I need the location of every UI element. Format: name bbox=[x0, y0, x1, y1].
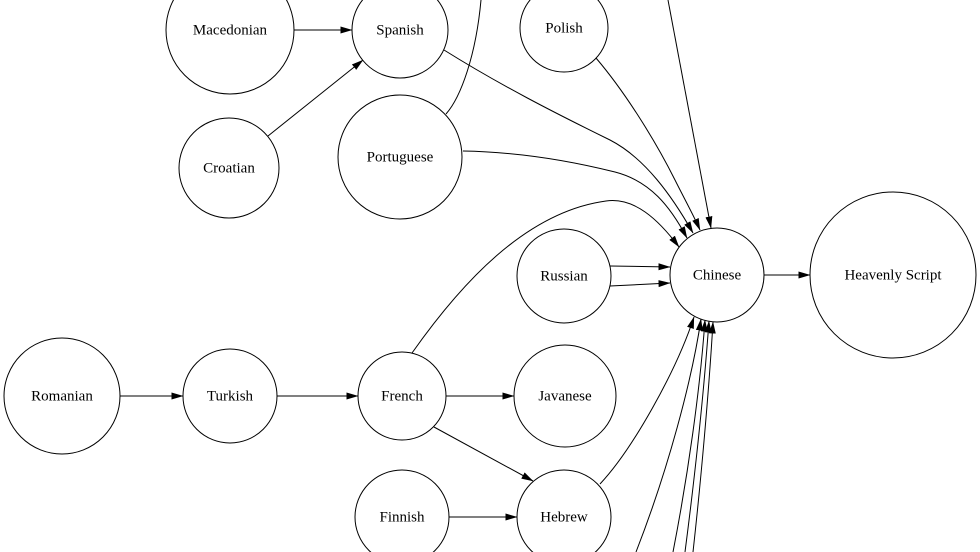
node-circle-finnish bbox=[354, 469, 450, 552]
edge-offscreen-bottom-to-chinese bbox=[692, 321, 716, 552]
node-circle-russian bbox=[516, 228, 612, 324]
node-french: French bbox=[357, 351, 447, 441]
node-label-heavenly-script: Heavenly Script bbox=[844, 267, 942, 283]
node-label-romanian: Romanian bbox=[31, 388, 93, 404]
edge-croatian-to-spanish bbox=[267, 59, 364, 137]
edge-offscreen-bottom-to-chinese bbox=[672, 319, 708, 552]
node-label-finnish: Finnish bbox=[379, 509, 425, 525]
node-spanish: Spanish bbox=[351, 0, 449, 79]
node-label-javanese: Javanese bbox=[538, 388, 592, 404]
node-label-russian: Russian bbox=[540, 268, 588, 284]
node-label-portuguese: Portuguese bbox=[367, 149, 434, 165]
edge-spanish-to-chinese bbox=[443, 49, 694, 234]
edge-offscreen-bottom-to-chinese bbox=[684, 320, 712, 552]
edge-polish-to-chinese bbox=[595, 57, 701, 231]
node-circle-spanish bbox=[351, 0, 449, 79]
edge-hebrew-to-chinese bbox=[599, 316, 695, 485]
node-polish: Polish bbox=[519, 0, 609, 73]
node-circle-portuguese bbox=[337, 94, 463, 220]
edge-portuguese-to-chinese bbox=[462, 150, 688, 239]
node-finnish: Finnish bbox=[354, 469, 450, 552]
edge-offscreen-bottom-to-chinese bbox=[635, 318, 703, 552]
node-hebrew: Hebrew bbox=[516, 469, 612, 552]
node-label-turkish: Turkish bbox=[207, 388, 254, 404]
node-circle-macedonian bbox=[165, 0, 295, 95]
node-croatian: Croatian bbox=[178, 117, 280, 219]
node-label-spanish: Spanish bbox=[376, 22, 424, 38]
node-russian: Russian bbox=[516, 228, 612, 324]
node-circle-heavenly-script bbox=[809, 191, 977, 359]
node-circle-french bbox=[357, 351, 447, 441]
node-label-hebrew: Hebrew bbox=[540, 509, 588, 525]
node-turkish: Turkish bbox=[182, 348, 278, 444]
edge-offscreen-top-to-chinese bbox=[667, 0, 713, 229]
node-label-polish: Polish bbox=[545, 20, 583, 36]
node-chinese: Chinese bbox=[669, 227, 765, 323]
edge-french-to-chinese bbox=[411, 200, 680, 354]
edge-portuguese-to-offscreen-top bbox=[445, 0, 482, 115]
node-label-croatian: Croatian bbox=[203, 160, 255, 176]
node-label-macedonian: Macedonian bbox=[193, 22, 268, 38]
node-circle-hebrew bbox=[516, 469, 612, 552]
node-circle-polish bbox=[519, 0, 609, 73]
edge-russian-to-chinese bbox=[609, 280, 671, 288]
node-circle-croatian bbox=[178, 117, 280, 219]
node-circle-chinese bbox=[669, 227, 765, 323]
node-javanese: Javanese bbox=[513, 344, 617, 448]
node-circle-romanian bbox=[3, 337, 121, 455]
node-label-french: French bbox=[381, 388, 423, 404]
edge-french-to-hebrew bbox=[433, 426, 534, 482]
node-macedonian: Macedonian bbox=[165, 0, 295, 95]
node-heavenly-script: Heavenly Script bbox=[809, 191, 977, 359]
node-romanian: Romanian bbox=[3, 337, 121, 455]
edge-russian-to-chinese bbox=[609, 263, 671, 271]
edges-layer bbox=[120, 0, 811, 552]
node-circle-turkish bbox=[182, 348, 278, 444]
node-circle-javanese bbox=[513, 344, 617, 448]
node-portuguese: Portuguese bbox=[337, 94, 463, 220]
node-label-chinese: Chinese bbox=[693, 267, 742, 283]
